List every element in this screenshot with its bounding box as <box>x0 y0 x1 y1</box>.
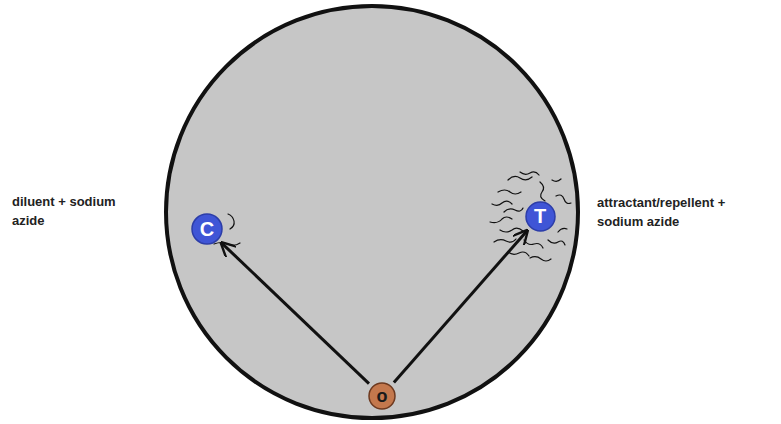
worm <box>556 195 571 204</box>
spot-letter: C <box>200 219 214 239</box>
worm <box>492 201 512 205</box>
test-spot: T <box>525 201 556 232</box>
worms <box>214 172 571 261</box>
origin-spot: o <box>368 382 396 410</box>
worm <box>558 228 567 232</box>
worm <box>500 228 523 232</box>
worm <box>494 239 516 242</box>
petri-dish <box>166 6 578 418</box>
worm <box>508 252 529 256</box>
spot-text-box: T <box>525 201 556 232</box>
worm <box>530 257 551 261</box>
worm <box>548 240 565 245</box>
spot-circle <box>192 214 222 244</box>
worm <box>520 172 539 175</box>
worm <box>524 240 543 248</box>
control-spot: C <box>191 213 223 245</box>
worm <box>508 176 532 180</box>
worm <box>490 217 512 223</box>
spot-letter: T <box>534 206 546 226</box>
spot-letter: o <box>377 387 388 405</box>
solution-label: diluent + sodium azide <box>12 193 140 231</box>
worm <box>540 182 545 201</box>
migration-arrow <box>221 243 369 384</box>
spot-text-box: o <box>368 382 396 410</box>
worm <box>214 243 240 246</box>
spot-text-box: C <box>191 213 223 245</box>
spot-circle <box>526 202 555 231</box>
migration-arrow <box>394 231 527 383</box>
worm <box>228 214 234 229</box>
worm <box>498 190 521 194</box>
worm <box>504 208 523 212</box>
worm <box>552 179 561 181</box>
spot-circle <box>369 383 395 409</box>
solution-label: attractant/repellent + sodium azide <box>597 194 762 232</box>
